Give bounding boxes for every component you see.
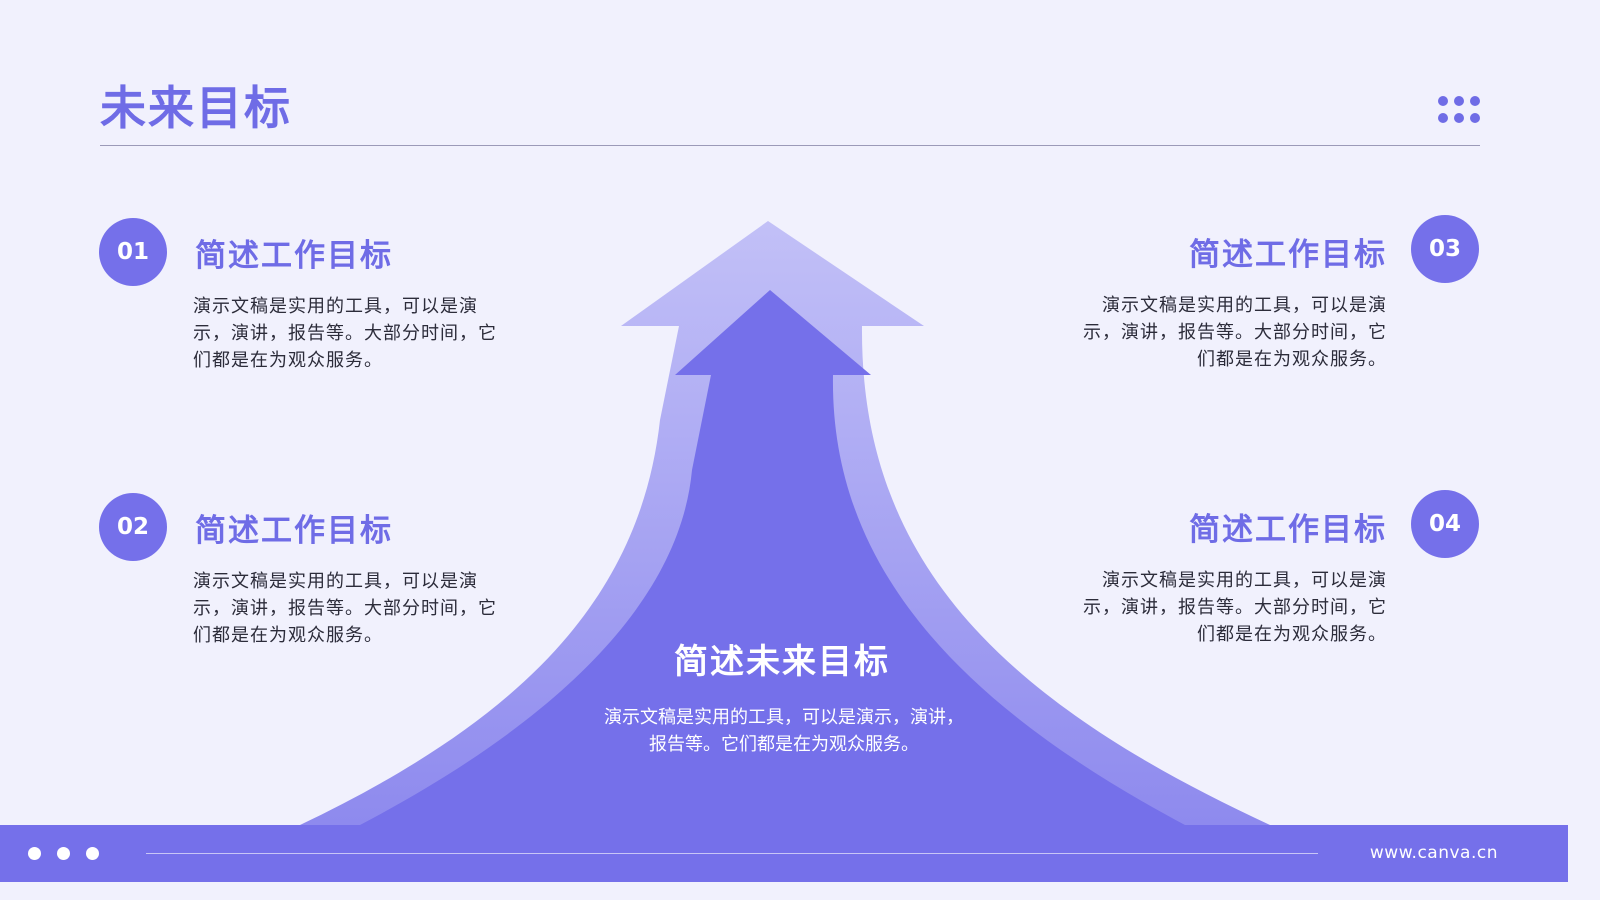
dots-grid-icon [1438,96,1482,126]
goal-number-badge: 02 [99,493,167,561]
footer-dot-icon [86,847,99,860]
center-goal-description: 演示文稿是实用的工具，可以是演示，演讲，报告等。它们都是在为观众服务。 [604,707,964,755]
goal-title: 简述工作目标 [1189,237,1387,273]
footer-bar: www.canva.cn [0,825,1568,882]
growth-arrow-graphic [300,221,1270,825]
slide: 未来目标 01 简述工作目标 演示文稿是实用的工具，可以是演示，演讲，报告等。大… [0,81,1568,882]
footer-divider [146,853,1318,854]
center-goal-title: 简述未来目标 [674,642,890,682]
goal-title: 简述工作目标 [195,513,393,549]
goal-number-badge: 03 [1411,215,1479,283]
footer-dot-icon [28,847,41,860]
goal-title: 简述工作目标 [195,238,393,274]
goal-number-badge: 04 [1411,490,1479,558]
footer-dot-icon [57,847,70,860]
goal-number-badge: 01 [99,218,167,286]
goal-description: 演示文稿是实用的工具，可以是演示，演讲，报告等。大部分时间，它们都是在为观众服务… [193,571,497,646]
goal-description: 演示文稿是实用的工具，可以是演示，演讲，报告等。大部分时间，它们都是在为观众服务… [1083,295,1387,370]
footer-url-link[interactable]: www.canva.cn [1369,843,1498,863]
goal-description: 演示文稿是实用的工具，可以是演示，演讲，报告等。大部分时间，它们都是在为观众服务… [1083,570,1387,645]
inner-arrow [360,290,1185,825]
goal-title: 简述工作目标 [1189,512,1387,548]
page-title: 未来目标 [100,81,292,135]
title-divider [100,145,1480,146]
goal-description: 演示文稿是实用的工具，可以是演示，演讲，报告等。大部分时间，它们都是在为观众服务… [193,296,497,371]
